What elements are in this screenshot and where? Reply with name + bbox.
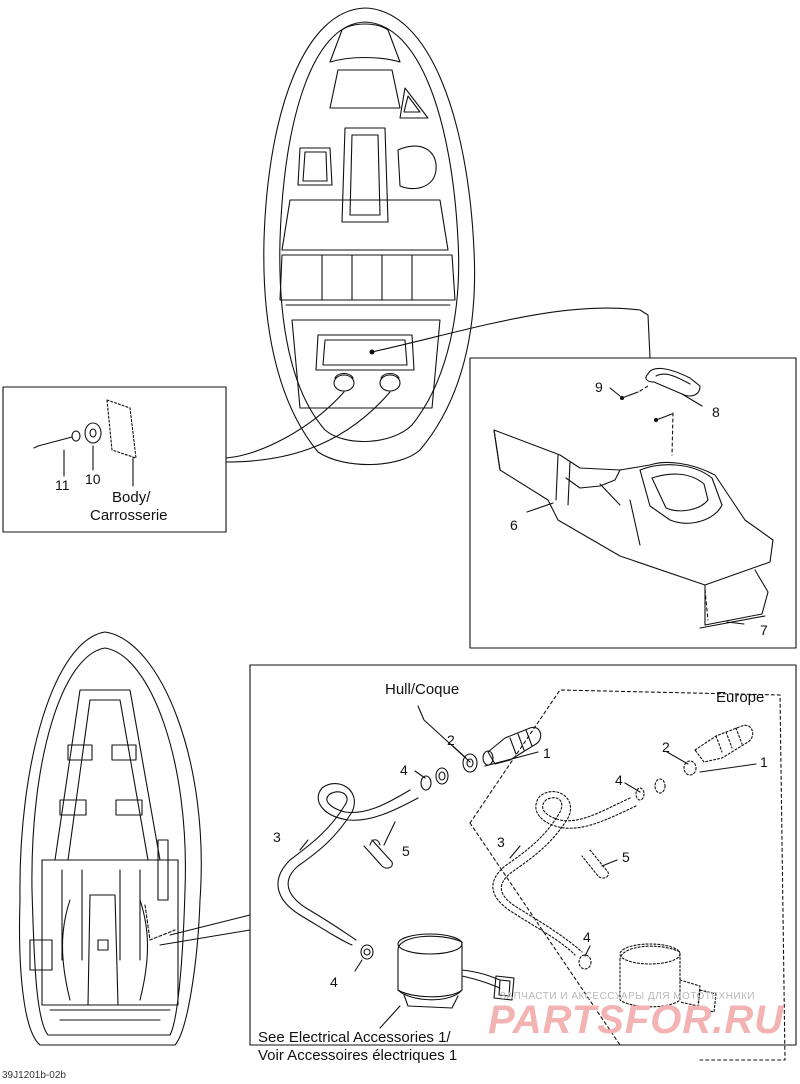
see-electrical-line-2: Voir Accessoires électriques 1 — [258, 1047, 458, 1064]
leader-line — [225, 391, 345, 459]
callout-3-main: 3 — [273, 829, 281, 845]
callout-1-europe: 1 — [760, 754, 768, 770]
callout-4-europe-upper: 4 — [615, 772, 623, 788]
see-electrical-line-1: See Electrical Accessories 1/ — [258, 1029, 451, 1046]
leader-line — [371, 307, 651, 359]
detail-panel-storage-cover — [469, 357, 797, 649]
watercraft-hull-view — [18, 631, 202, 1046]
body-label: Body/ — [112, 489, 151, 506]
carrosserie-label: Carrosserie — [90, 507, 168, 524]
watercraft-top-view — [263, 7, 476, 466]
callout-5-main: 5 — [402, 843, 410, 859]
callout-4-main-upper: 4 — [400, 762, 408, 778]
callout-8: 8 — [712, 404, 720, 420]
watermark-tagline: ЗАПЧАСТИ И АКСЕССУАРЫ ДЛЯ МОТОТЕХНИКИ — [500, 991, 756, 1002]
callout-4-main-lower: 4 — [330, 974, 338, 990]
drawing-code: 39J1201b-02b — [2, 1070, 66, 1081]
callout-11: 11 — [55, 477, 70, 493]
callout-6: 6 — [510, 517, 518, 533]
callout-2-main: 2 — [447, 732, 455, 748]
europe-label: Europe — [716, 689, 765, 706]
callout-5-europe: 5 — [622, 849, 630, 865]
callout-2-europe: 2 — [662, 739, 670, 755]
detail-panel-drain-plug — [2, 386, 227, 533]
callout-4-europe-lower: 4 — [583, 929, 591, 945]
callout-10: 10 — [85, 471, 101, 487]
callout-1-main: 1 — [543, 745, 551, 761]
hull-label: Hull/Coque — [385, 681, 460, 698]
detail-panel-bilge-pump — [249, 664, 797, 1061]
callout-3-europe: 3 — [497, 834, 505, 850]
leader-line — [225, 391, 391, 463]
leader-line — [159, 914, 251, 946]
watermark-brand: PARTSFOR.RU — [488, 998, 785, 1042]
callout-9: 9 — [595, 379, 603, 395]
callout-7: 7 — [760, 622, 768, 638]
